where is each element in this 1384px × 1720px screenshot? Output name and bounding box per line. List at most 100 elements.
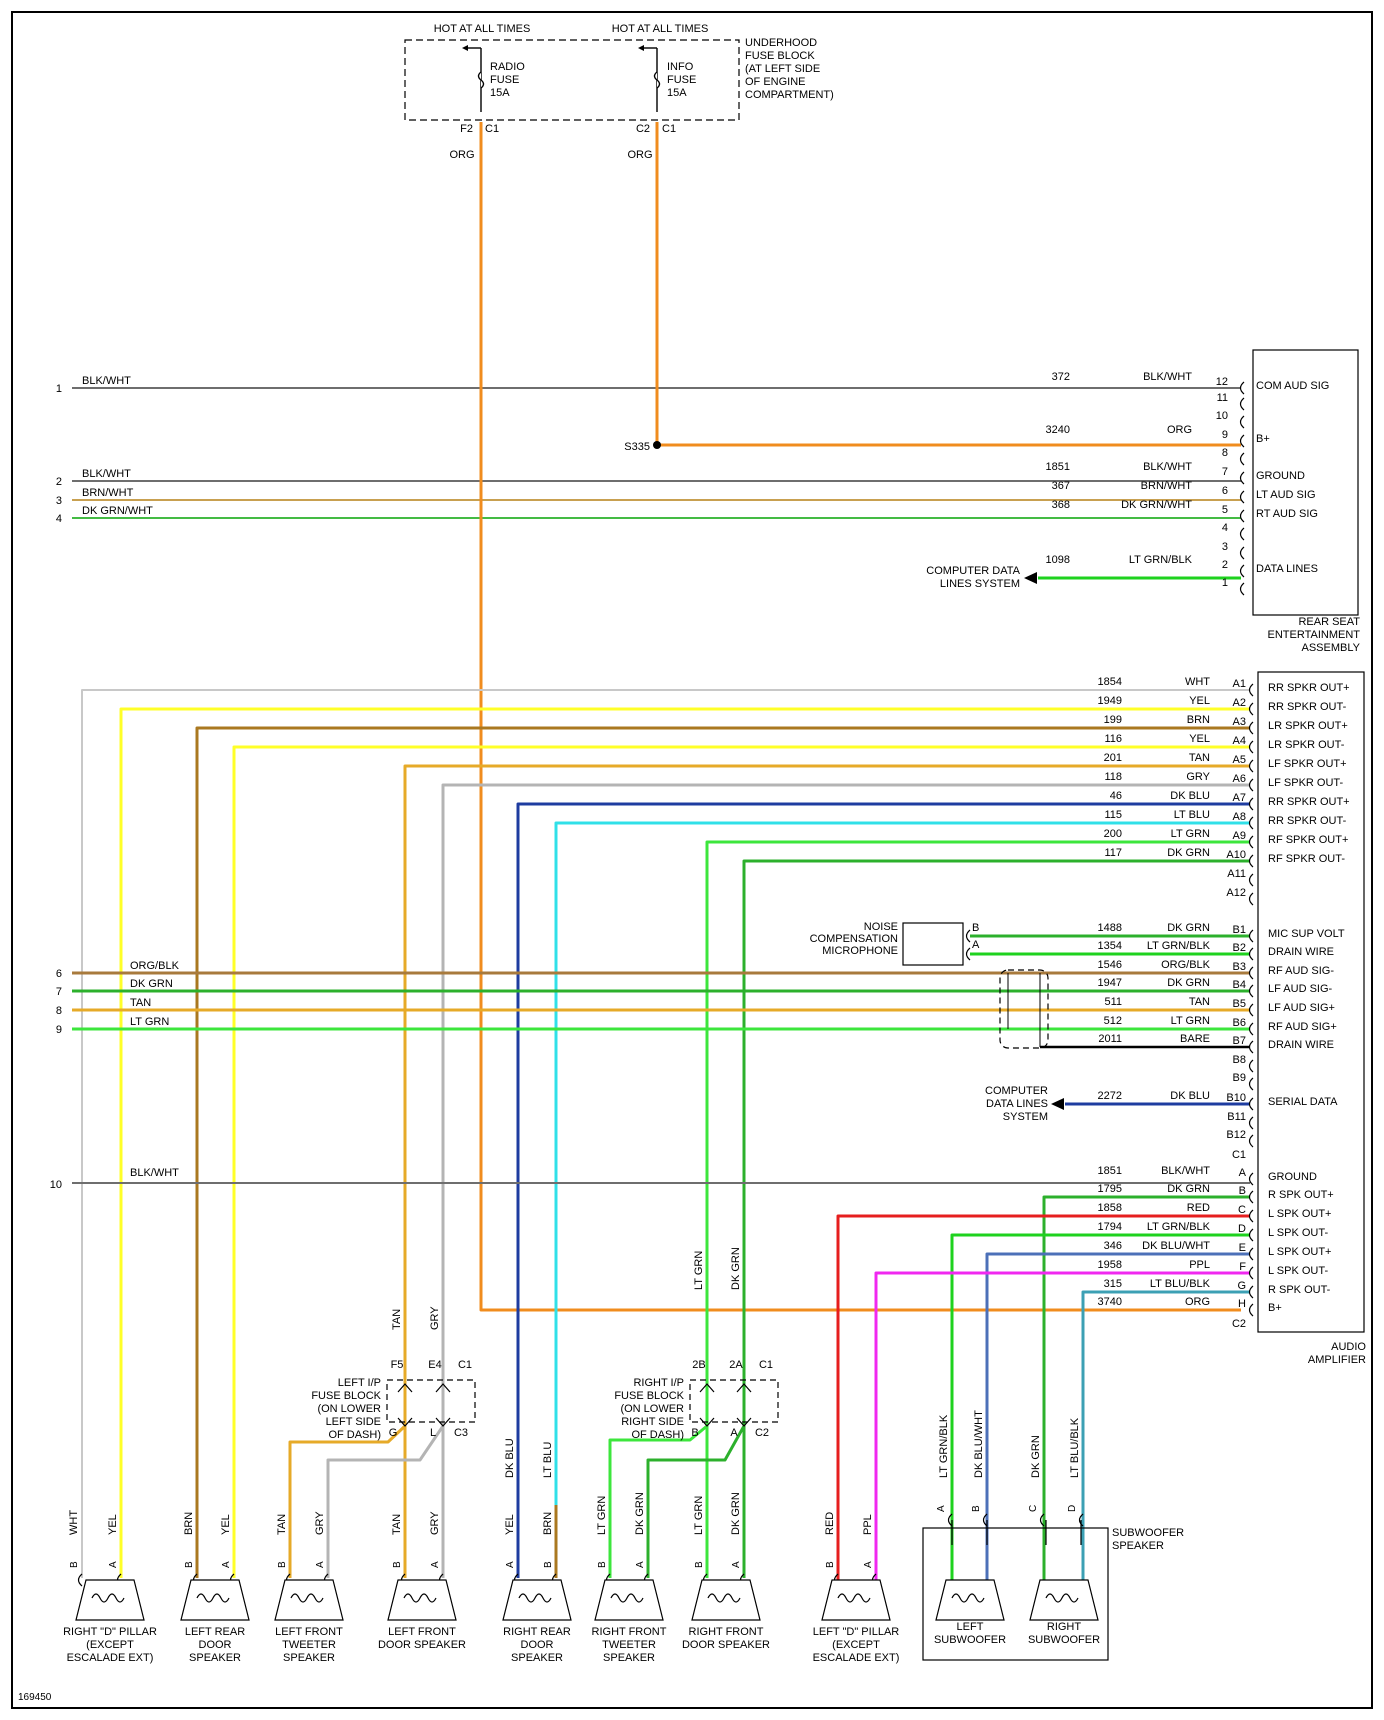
left-subwoofer-label: LEFT [957,1621,984,1633]
speaker-pin: B [69,1561,80,1568]
vertical-wire-color: DK BLU [504,1438,516,1478]
rse-wire-color: BLK/WHT [1143,371,1192,383]
wires-layer [72,47,1250,1580]
speaker-wire-color: TAN [391,1514,403,1535]
amp-a-circuit-number: 46 [1110,790,1122,802]
info-fuse-symbol [653,71,661,89]
amp-a-pin-number: A12 [1226,887,1246,899]
amp-c-pin-number: F [1239,1261,1246,1273]
amp-a-pin-number: A1 [1233,678,1246,690]
computer-data-lines-label: LINES SYSTEM [940,578,1020,590]
left-ip-fuse-block-terminal [435,1383,451,1393]
amp-b-circuit-number: 1354 [1098,940,1122,952]
subwoofer-wire-color: LT GRN/BLK [938,1414,950,1478]
speaker-label: LEFT FRONT [388,1626,456,1638]
subwoofer-wire-color: DK BLU/WHT [973,1410,985,1478]
amp-c-pin-number: A [1239,1167,1247,1179]
rse-pin-function: COM AUD SIG [1256,380,1329,392]
speaker-pin: B [694,1561,705,1568]
components-layer [75,39,1365,1661]
rse-circuit-number: 368 [1052,499,1070,511]
speaker-feed-A1 [81,689,1250,1578]
vertical-wire-color: GRY [429,1306,441,1330]
amp-c-circuit-number: 1851 [1098,1165,1122,1177]
amp-b-pin-number: B3 [1233,961,1246,973]
speaker-body [387,1579,457,1621]
speaker-wire-color: YEL [107,1514,119,1535]
amp-b-wire-color: DK BLU [1170,1090,1210,1102]
rse-pin-cavity [1239,546,1245,560]
amp-c-pin-cavity [1248,1285,1254,1299]
speaker-body [502,1579,572,1621]
speaker-label: (EXCEPT [832,1639,880,1651]
mic-pin: B [972,922,979,934]
rse-circuit-number: 1851 [1046,461,1070,473]
rse-wire-color: BRN/WHT [1141,480,1193,492]
right-ip-fuse-block-terminal [736,1383,752,1393]
page-frame [11,11,1373,1709]
amp-b-wire-color: LT GRN/BLK [1147,940,1211,952]
amp-b-pin-function: LF AUD SIG- [1268,983,1333,995]
info-fuse-label: INFO [667,61,694,73]
amp-a-pin-cavity [1248,721,1254,735]
audio-amplifier-name: AUDIO [1331,1341,1366,1353]
amp-a-pin-cavity [1248,854,1254,868]
amp-c-pin-number: H [1238,1298,1246,1310]
amp-c-pin-cavity [1248,1172,1254,1186]
speaker-coil [196,1593,230,1603]
right-ip-fuse-block-terminal [736,1417,752,1427]
rse-pin-number: 10 [1216,410,1228,422]
wire-color-label: ORG [449,149,474,161]
amp-a-pin-number: A7 [1233,792,1246,804]
amp-b-pin-number: B2 [1233,942,1246,954]
right-ip-fuse-block-label: RIGHT I/P [633,1377,684,1389]
speaker-feed-A7 [516,802,1250,1578]
right-subwoofer-coil [1045,1593,1079,1603]
rse-pin-cavity [1239,434,1245,448]
right-ip-fuse-block-pin: A [730,1427,738,1439]
subwoofer-speaker-name: SUBWOOFER [1112,1527,1184,1539]
left-ip-fuse-block-pin: E4 [428,1359,441,1371]
speaker-label: SPEAKER [603,1652,655,1664]
right-ip-fuse-block-pin: C1 [759,1359,773,1371]
rse-pin-number: 7 [1222,466,1228,478]
rse-wire-color: LT GRN/BLK [1129,554,1193,566]
speaker-body [594,1579,664,1621]
speaker-wire-color: BRN [542,1512,554,1535]
speaker-cavity [77,1573,83,1587]
amp-c-wire-color: RED [1187,1202,1210,1214]
amp-b-wire-color: ORG/BLK [1161,959,1211,971]
amp-b-pin-function: MIC SUP VOLT [1268,928,1345,940]
audio-amplifier-name: AMPLIFIER [1308,1354,1366,1366]
amp-c-pin-function: R SPK OUT- [1268,1284,1331,1296]
subwoofer-feed-D [950,1233,1250,1580]
left-ip-fuse-block-terminal [435,1417,451,1427]
computer-data-lines-label: SYSTEM [1003,1111,1048,1123]
amp-a-pin-number: A9 [1233,830,1246,842]
amp-b-pin-number: B1 [1233,924,1246,936]
left-wire-number: 6 [56,968,62,980]
amp-c-pin-function: R SPK OUT+ [1268,1189,1334,1201]
left-ip-fuse-block-outline [386,1379,476,1423]
rse-pin-number: 1 [1222,577,1228,589]
info-fuse-org-wire [655,122,1241,447]
right-ip-fuse-block-pin: 2B [692,1359,705,1371]
left-wire-color: LT GRN [130,1016,169,1028]
left-subwoofer-coil [951,1593,985,1603]
info-fuse-label: 15A [667,87,687,99]
left-ip-fuse-block-pin: G [389,1427,398,1439]
amp-a-pin-function: RF SPKR OUT- [1268,853,1345,865]
vertical-wire-color: LT BLU [542,1442,554,1478]
speaker-feed-A4 [232,745,1250,1578]
speaker-wire-color: GRY [314,1511,326,1535]
right-subwoofer-label: SUBWOOFER [1028,1634,1100,1646]
amp-a-wire-color: YEL [1189,733,1210,745]
rse-pin-number: 2 [1222,559,1228,571]
amp-c-wire-color: PPL [1189,1259,1210,1271]
right-ip-fuse-block-pin: B [691,1427,698,1439]
amp-c-pin-cavity [1248,1247,1254,1261]
amp-b-pin-cavity [1248,1059,1254,1073]
amp-c-pin-cavity [1248,1266,1254,1280]
amp-b-circuit-number: 2011 [1098,1033,1122,1045]
subwoofer-pin: B [971,1505,982,1512]
